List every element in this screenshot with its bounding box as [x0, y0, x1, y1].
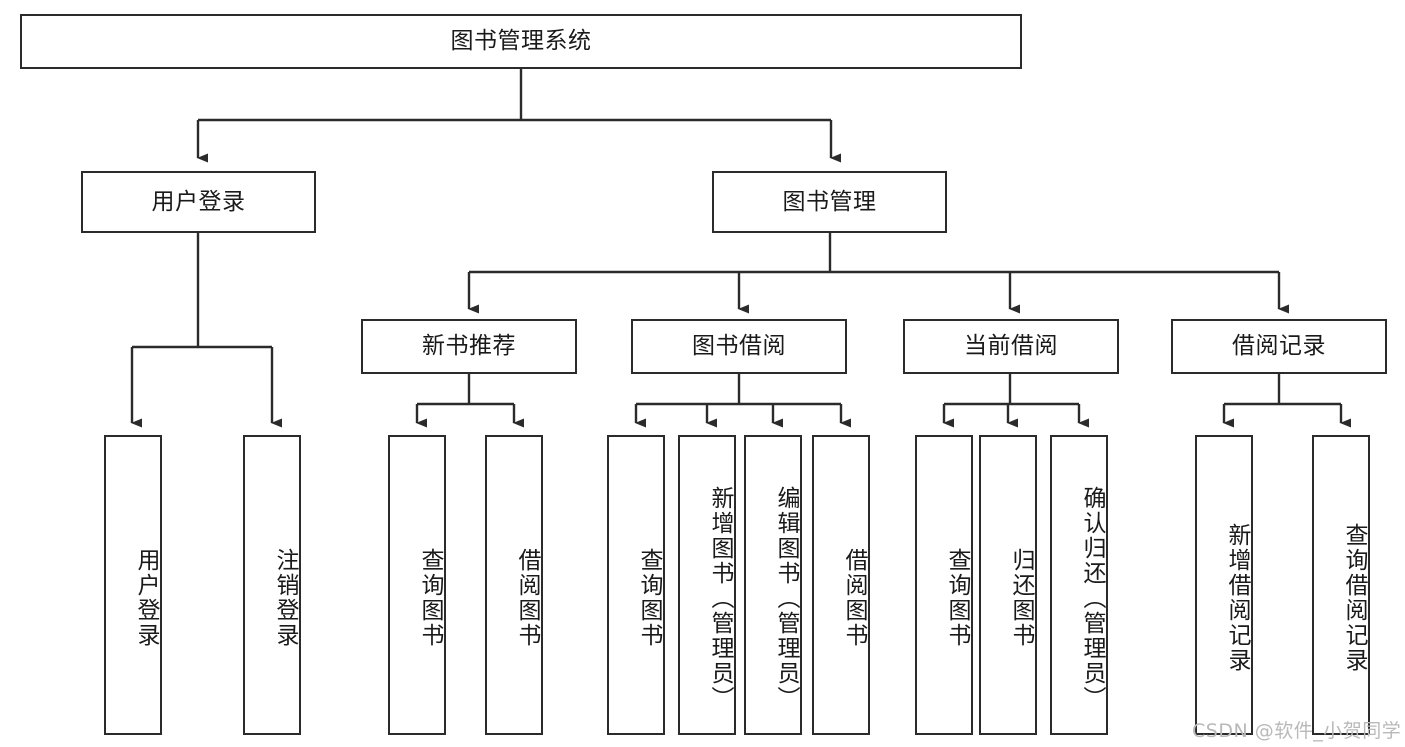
- leaf-borrow-book-2-label: 借阅图书: [841, 548, 867, 648]
- node-new-book-recommend-label: 新书推荐: [422, 333, 516, 360]
- leaf-add-borrow-record-label: 新增借阅记录: [1224, 523, 1250, 673]
- node-root-label: 图书管理系统: [450, 28, 592, 55]
- leaf-edit-book-label: 编辑图书（管理员）: [773, 485, 799, 711]
- leaf-add-borrow-record[interactable]: 新增借阅记录: [1195, 435, 1253, 735]
- node-new-book-recommend[interactable]: 新书推荐: [361, 319, 577, 374]
- leaf-borrow-book-2[interactable]: 借阅图书: [812, 435, 870, 735]
- leaf-query-book-3-label: 查询图书: [944, 548, 970, 648]
- node-book-manage[interactable]: 图书管理: [712, 171, 947, 233]
- node-book-manage-label: 图书管理: [782, 188, 877, 215]
- leaf-logout-login-label: 注销登录: [272, 548, 298, 648]
- leaf-logout-login[interactable]: 注销登录: [243, 435, 301, 735]
- leaf-return-book-label: 归还图书: [1008, 548, 1034, 648]
- node-book-borrow-label: 图书借阅: [692, 333, 786, 360]
- node-current-borrow[interactable]: 当前借阅: [903, 319, 1119, 374]
- leaf-query-book-3[interactable]: 查询图书: [915, 435, 973, 735]
- node-user-login[interactable]: 用户登录: [81, 171, 316, 233]
- leaf-query-book-1[interactable]: 查询图书: [388, 435, 446, 735]
- leaf-return-book[interactable]: 归还图书: [979, 435, 1037, 735]
- leaf-confirm-return-label: 确认归还（管理员）: [1079, 485, 1105, 711]
- leaf-add-book-label: 新增图书（管理员）: [707, 485, 733, 711]
- csdn-watermark: CSDN @软件_小贺同学: [1192, 720, 1402, 742]
- node-borrow-record[interactable]: 借阅记录: [1171, 319, 1387, 374]
- leaf-user-login-label: 用户登录: [133, 548, 159, 648]
- node-current-borrow-label: 当前借阅: [964, 333, 1058, 360]
- leaf-query-borrow-record[interactable]: 查询借阅记录: [1312, 435, 1370, 735]
- node-root[interactable]: 图书管理系统: [20, 14, 1022, 69]
- leaf-user-login[interactable]: 用户登录: [104, 435, 162, 735]
- leaf-edit-book[interactable]: 编辑图书（管理员）: [744, 435, 802, 735]
- node-borrow-record-label: 借阅记录: [1232, 333, 1326, 360]
- leaf-query-book-2-label: 查询图书: [636, 548, 662, 648]
- node-book-borrow[interactable]: 图书借阅: [631, 319, 847, 374]
- leaf-query-book-2[interactable]: 查询图书: [607, 435, 665, 735]
- leaf-borrow-book-1[interactable]: 借阅图书: [485, 435, 543, 735]
- leaf-borrow-book-1-label: 借阅图书: [514, 548, 540, 648]
- leaf-query-borrow-record-label: 查询借阅记录: [1341, 523, 1367, 673]
- leaf-add-book[interactable]: 新增图书（管理员）: [678, 435, 736, 735]
- node-user-login-label: 用户登录: [151, 188, 246, 215]
- leaf-confirm-return[interactable]: 确认归还（管理员）: [1050, 435, 1108, 735]
- leaf-query-book-1-label: 查询图书: [417, 548, 443, 648]
